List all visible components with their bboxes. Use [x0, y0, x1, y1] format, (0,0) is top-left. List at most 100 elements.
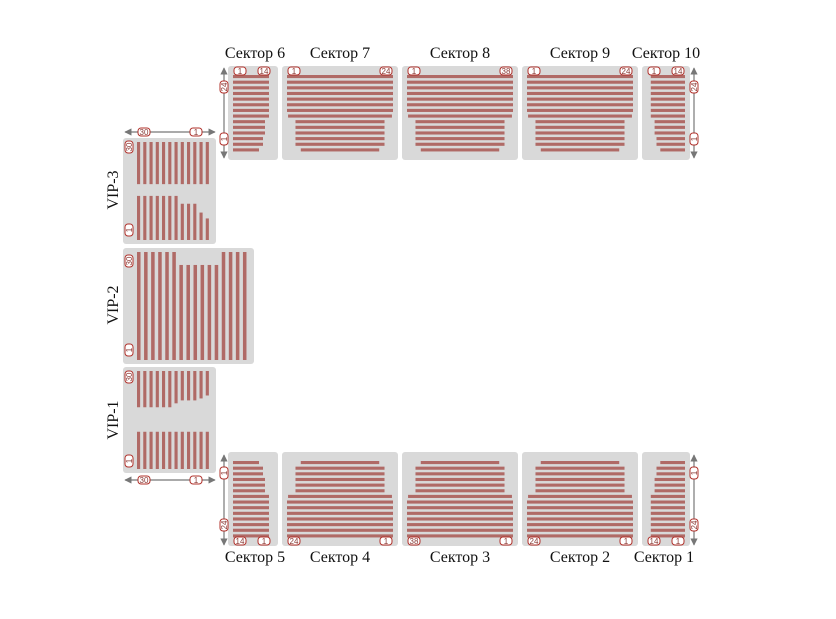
- vip3-seat-bottom-frame: [124, 223, 134, 237]
- sector-7-row: [287, 86, 393, 90]
- vip-1-col: [137, 371, 141, 408]
- sector-3-row: [415, 489, 505, 493]
- vip-1-col: [193, 431, 197, 469]
- sector-6-row: [233, 148, 259, 152]
- sector-5-row: [233, 472, 263, 476]
- sector-5-row: [233, 523, 269, 527]
- s4-seat-first-frame: [287, 536, 301, 546]
- sector-5-row: [233, 506, 269, 510]
- vip2-seat-top-frame: [124, 254, 134, 268]
- sector-6-row: [233, 114, 269, 118]
- sector-4-row: [287, 511, 393, 515]
- vip-1-col: [193, 371, 197, 401]
- s4-seat-first-text: 24: [290, 537, 299, 546]
- sector-4-row: [287, 534, 393, 538]
- vip1-row-right: 1: [189, 475, 203, 485]
- s9-seat-last-text: 24: [622, 67, 631, 76]
- vip-2-col: [242, 252, 247, 360]
- s10-row-bottom-text: 1: [690, 136, 699, 141]
- vip-2-label: VIP-2: [105, 285, 122, 324]
- sector-4-bg: [282, 452, 398, 546]
- s8-seat-first-text: 1: [412, 67, 417, 76]
- vip-1-col: [143, 371, 147, 408]
- sector-9-row: [527, 108, 633, 112]
- sector-6-row: [233, 97, 269, 101]
- sector-1-row: [656, 466, 685, 470]
- vip2-seat-top: 30: [124, 254, 134, 268]
- vip-2-col: [144, 252, 148, 360]
- sector-5-row: [233, 489, 265, 493]
- sector-8-row: [420, 148, 500, 152]
- vip-3-col: [205, 218, 209, 240]
- s4-seat-first: 24: [287, 536, 301, 546]
- s6-seat-last: 14: [257, 66, 271, 76]
- vip-2-col: [151, 252, 155, 360]
- sector-10-row: [650, 86, 685, 90]
- vip-3-col: [193, 203, 197, 240]
- sector-5-row: [233, 466, 263, 470]
- sector-4-row: [287, 523, 393, 527]
- sector-2-row: [527, 534, 633, 538]
- sector-5-row: [233, 483, 265, 487]
- sector-2-bg: [522, 452, 638, 546]
- vip-1-col: [205, 371, 209, 396]
- s1-row-top-text: 1: [690, 470, 699, 475]
- sector-9-row: [527, 75, 633, 79]
- vip-3-col: [187, 142, 191, 185]
- sector-4-row: [295, 483, 385, 487]
- s1-row-bottom: 24: [689, 518, 699, 532]
- vip3-seat-top: 30: [124, 140, 134, 154]
- sector-2-row: [535, 477, 625, 482]
- sector-1-label: Сектор 1: [634, 549, 694, 566]
- s5-seat-last-text: 1: [262, 537, 267, 546]
- vip1-row-left-text: 30: [140, 476, 149, 485]
- vip-1-col: [168, 431, 172, 469]
- sector-10-row: [660, 148, 685, 152]
- sector-10-row: [650, 108, 685, 112]
- vip-3-col: [199, 212, 203, 240]
- s5-row-top-text: 1: [220, 470, 229, 475]
- sector-1-row: [656, 472, 685, 476]
- sector-9-row: [535, 131, 625, 135]
- vip-1-col: [187, 371, 191, 401]
- s2-seat-last: 1: [619, 536, 633, 546]
- sector-3-row: [408, 494, 512, 498]
- sector-3-row: [407, 534, 513, 538]
- s8-seat-last-frame: [499, 66, 513, 76]
- s1-seat-first-frame: [647, 536, 661, 546]
- vip-2-col: [221, 252, 226, 360]
- sector-1-row: [654, 483, 685, 487]
- s9-seat-first-text: 1: [532, 67, 537, 76]
- vip-2-col: [137, 252, 141, 360]
- vip1-seat-top: 30: [124, 370, 134, 384]
- sector-2-row: [527, 500, 633, 504]
- s6-row-top-frame: [219, 80, 229, 94]
- sector-1-row: [650, 523, 685, 527]
- s7-seat-last-text: 24: [382, 67, 391, 76]
- sector-5-bg: [228, 452, 278, 546]
- s6-seat-first-frame: [233, 66, 247, 76]
- sector-3-row: [407, 511, 513, 515]
- sector-4-row: [300, 461, 380, 465]
- s4-seat-last-frame: [379, 536, 393, 546]
- sector-1-row: [660, 461, 685, 465]
- sector-9-row: [527, 86, 633, 90]
- vip2-seat-bottom: 1: [124, 343, 134, 357]
- sector-8-row: [408, 114, 512, 118]
- sector-5-row: [233, 534, 269, 538]
- sector-2-row: [540, 461, 620, 465]
- s10-row-bottom: 1: [689, 132, 699, 146]
- s7-seat-last: 24: [379, 66, 393, 76]
- vip-3-col: [149, 142, 153, 185]
- sector-6-row: [233, 137, 263, 141]
- s7-seat-last-frame: [379, 66, 393, 76]
- sector-4-label: Сектор 4: [310, 549, 370, 566]
- sector-7-label: Сектор 7: [310, 45, 370, 62]
- vip-3-col: [143, 142, 147, 185]
- sector-2-row: [527, 523, 633, 527]
- sector-2-row: [527, 506, 633, 510]
- sector-2-row: [535, 483, 625, 487]
- sector-7-row: [295, 137, 385, 141]
- vip-3-col: [143, 195, 147, 240]
